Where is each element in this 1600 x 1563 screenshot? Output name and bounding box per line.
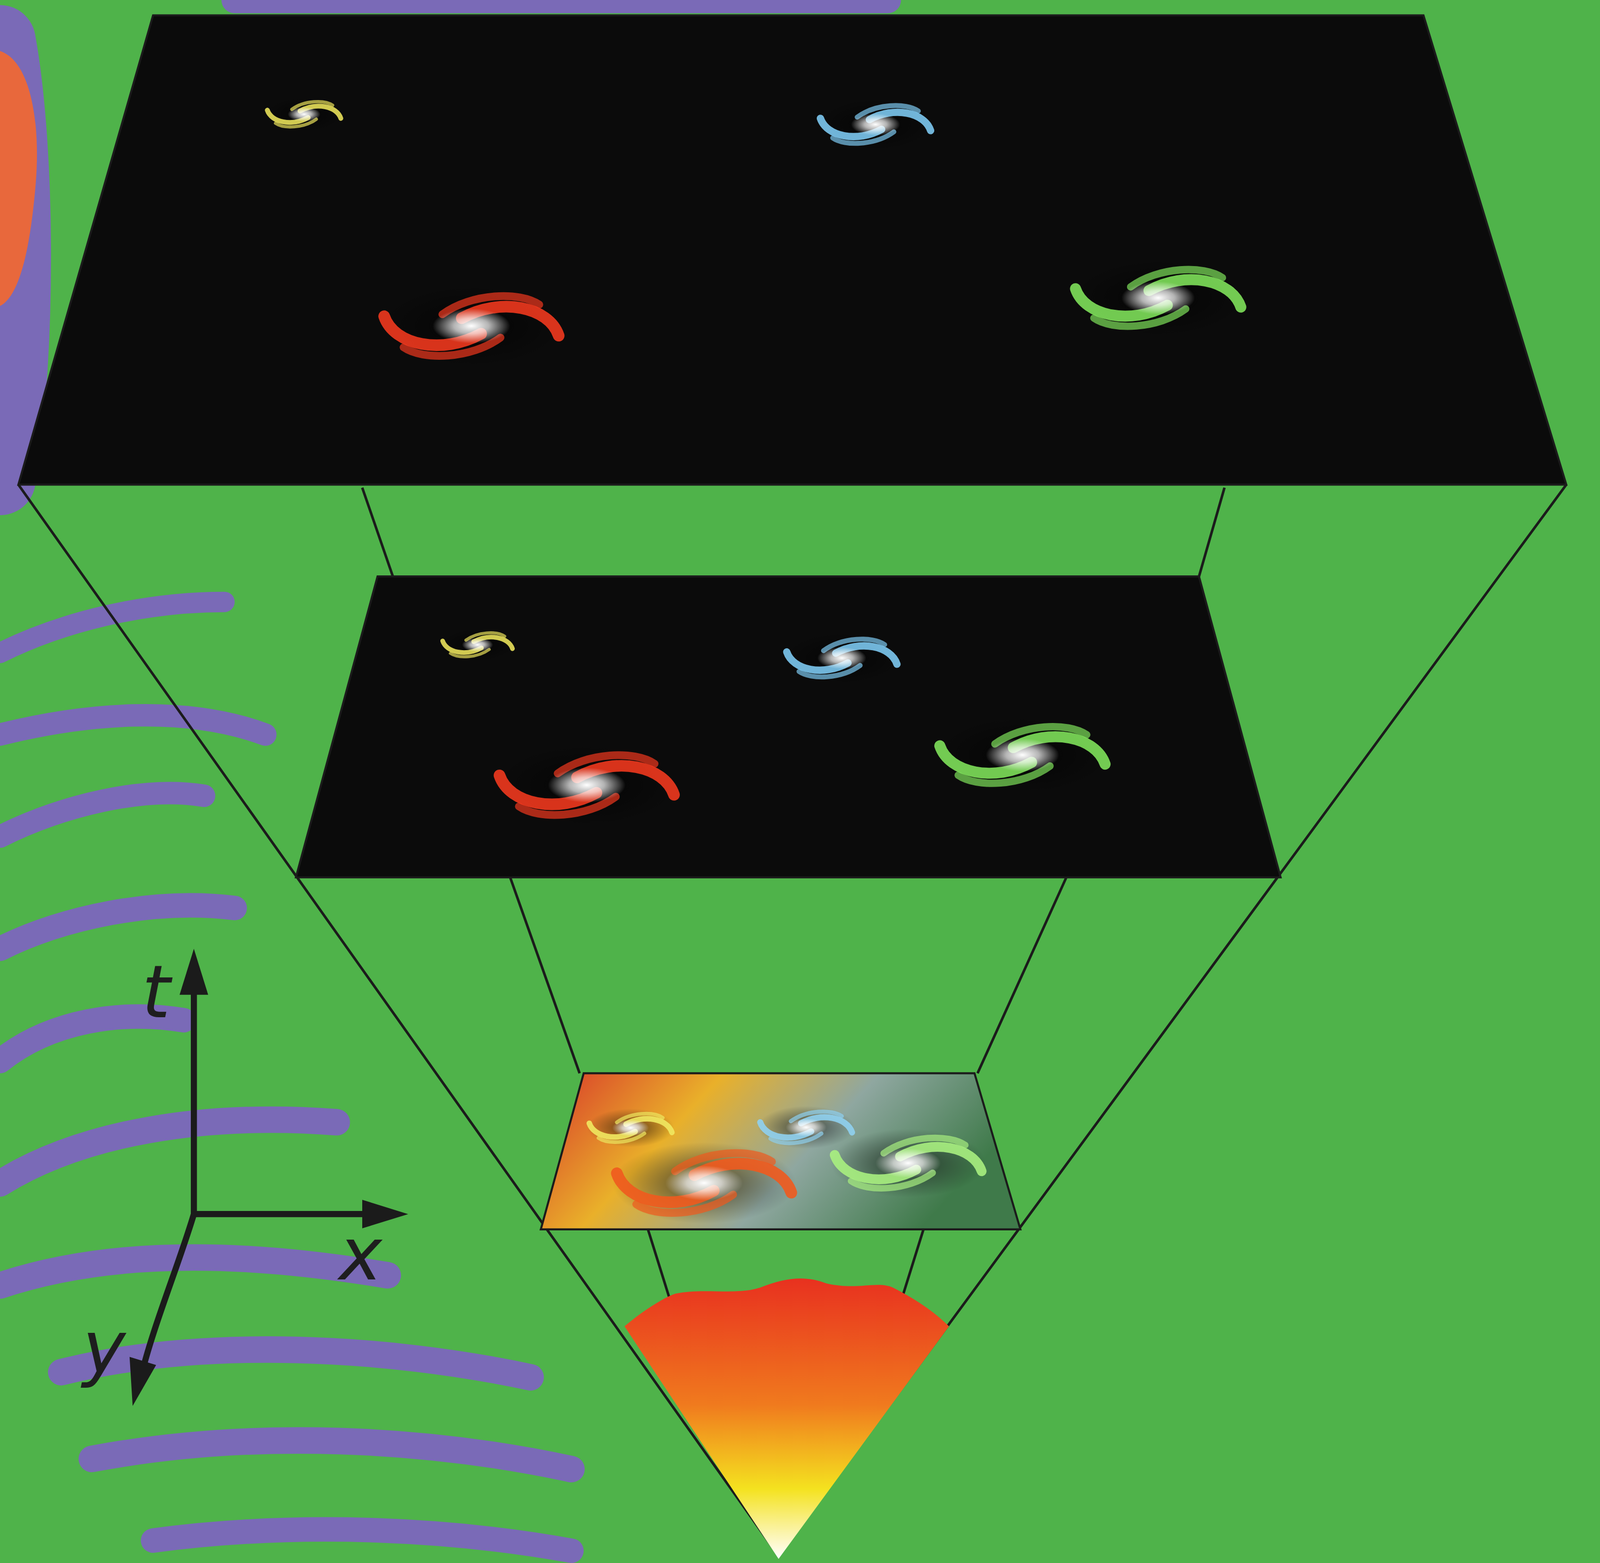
- axes: [129, 948, 409, 1406]
- axis-label: y: [82, 1311, 126, 1384]
- orange-blob: [0, 50, 37, 306]
- big-bang-fire: [624, 1278, 949, 1560]
- axis-label: x: [338, 1217, 383, 1291]
- galaxies-top: [265, 97, 1246, 367]
- galaxies-early: [587, 1106, 986, 1224]
- axis-label: t: [141, 955, 171, 1029]
- space-plane-early: [540, 1073, 1021, 1230]
- space-plane-now: [18, 15, 1567, 486]
- space-plane-middle: [295, 576, 1281, 878]
- galaxies-middle: [440, 628, 1111, 826]
